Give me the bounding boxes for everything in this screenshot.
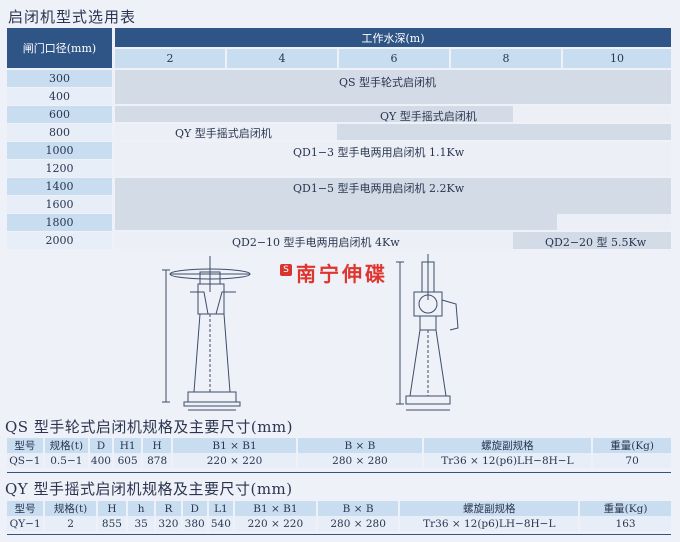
table-header-row: 型号 规格(t) H h R D L1 B1 × B1 B × B 螺旋副规格 …	[7, 501, 671, 516]
col-header: H1	[111, 438, 143, 453]
depth-cell: 4	[227, 49, 337, 68]
zone-label-qy-upper: QY 型手摇式启闭机	[380, 110, 477, 123]
col-header: L1	[206, 501, 235, 516]
cell: 540	[206, 516, 235, 531]
zone-qd2-20	[513, 232, 671, 249]
cell: 35	[126, 516, 156, 531]
col-header: B × B	[315, 501, 400, 516]
col-header: 规格(t)	[42, 438, 89, 453]
aperture-cell: 1000	[7, 142, 112, 159]
cell: 400	[88, 453, 113, 468]
cell: QY−1	[7, 516, 45, 531]
col-header: H	[95, 501, 128, 516]
zone-qs	[115, 70, 671, 104]
col-header: 规格(t)	[43, 501, 97, 516]
zone-qs-tail	[115, 106, 513, 122]
col-header: 型号	[7, 501, 45, 516]
brand-logo-icon: S	[280, 264, 292, 276]
depth-header: 工作水深(m)	[115, 28, 671, 47]
col-header: D	[180, 501, 208, 516]
table-row: QS−1 0.5−1 400 605 878 220 × 220 280 × 2…	[7, 453, 671, 468]
aperture-cell: 1800	[7, 214, 112, 231]
cell: 878	[141, 453, 172, 468]
zone-label-qd1-3: QD1−3 型手电两用启闭机 1.1Kw	[293, 146, 465, 159]
qy-hoist-drawing	[396, 254, 459, 411]
col-header: 螺旋副规格	[421, 438, 593, 453]
col-header: B × B	[296, 438, 423, 453]
aperture-cell: 300	[7, 70, 112, 87]
zone-label-qs: QS 型手轮式启闭机	[339, 76, 437, 89]
zone-blank	[557, 214, 671, 230]
zone-qd1-3	[115, 142, 671, 176]
depth-cell: 8	[451, 49, 561, 68]
cell: 320	[154, 516, 182, 531]
aperture-cell: 400	[7, 88, 112, 105]
cell: 163	[578, 516, 671, 531]
cell: 0.5−1	[42, 453, 89, 468]
col-header: D	[88, 438, 113, 453]
aperture-cell: 600	[7, 106, 112, 123]
col-header: 重量(Kg)	[591, 438, 671, 453]
qy-spec-table: 型号 规格(t) H h R D L1 B1 × B1 B × B 螺旋副规格 …	[7, 501, 671, 531]
cell: Tr36 × 12(p6)LH−8H−L	[421, 453, 593, 468]
qs-spec-title: QS 型手轮式启闭机规格及主要尺寸(mm)	[5, 418, 293, 436]
depth-cell: 2	[115, 49, 225, 68]
selection-table: 闸门口径(mm) 工作水深(m) 2 4 6 8 10 300 400 600 …	[7, 28, 671, 250]
zone-label-qy-lower: QY 型手摇式启闭机	[175, 127, 272, 140]
col-header: R	[154, 501, 182, 516]
cell: 280 × 280	[296, 453, 423, 468]
aperture-cell: 800	[7, 124, 112, 141]
cell: 2	[43, 516, 97, 531]
cell: 280 × 280	[315, 516, 400, 531]
zone-qy-lower	[115, 124, 337, 140]
cell: 380	[180, 516, 208, 531]
qy-spec-title: QY 型手摇式启闭机规格及主要尺寸(mm)	[5, 480, 293, 498]
col-header: B1 × B1	[170, 438, 298, 453]
cell: QS−1	[7, 453, 44, 468]
col-header: h	[126, 501, 156, 516]
qs-spec-table: 型号 规格(t) D H1 H B1 × B1 B × B 螺旋副规格 重量(K…	[7, 438, 671, 468]
table-header-row: 型号 规格(t) D H1 H B1 × B1 B × B 螺旋副规格 重量(K…	[7, 438, 671, 453]
depth-cell: 6	[339, 49, 449, 68]
aperture-header: 闸门口径(mm)	[7, 28, 112, 68]
col-header: 重量(Kg)	[578, 501, 671, 516]
cell: Tr36 × 12(p6)LH−8H−L	[398, 516, 580, 531]
depth-cell: 10	[563, 49, 671, 68]
col-header: B1 × B1	[233, 501, 317, 516]
zone-qy-upper-tail	[337, 124, 671, 140]
divider	[7, 472, 671, 473]
aperture-cell: 1400	[7, 178, 112, 195]
qs-hoist-drawing	[162, 256, 251, 411]
col-header: 型号	[7, 438, 44, 453]
col-header: H	[141, 438, 172, 453]
col-header: 螺旋副规格	[398, 501, 580, 516]
cell: 605	[111, 453, 143, 468]
zone-label-qd2-20: QD2−20 型 5.5Kw	[545, 236, 647, 249]
brand-name: 南宁伸碟	[296, 262, 388, 286]
table-row: QY−1 2 855 35 320 380 540 220 × 220 280 …	[7, 516, 671, 531]
zone-label-qd2-10: QD2−10 型手电两用启闭机 4Kw	[232, 236, 400, 249]
selection-table-title: 启闭机型式选用表	[8, 8, 137, 26]
aperture-cell: 1200	[7, 160, 112, 177]
zone-label-qd1-5: QD1−5 型手电两用启闭机 2.2Kw	[293, 182, 465, 195]
zone-blank	[513, 106, 671, 122]
zone-qd2-10	[115, 232, 513, 249]
cell: 70	[591, 453, 671, 468]
aperture-cell: 1600	[7, 196, 112, 213]
divider	[7, 534, 671, 535]
cell: 855	[95, 516, 128, 531]
cell: 220 × 220	[170, 453, 298, 468]
cell: 220 × 220	[233, 516, 317, 531]
aperture-cell: 2000	[7, 232, 112, 249]
